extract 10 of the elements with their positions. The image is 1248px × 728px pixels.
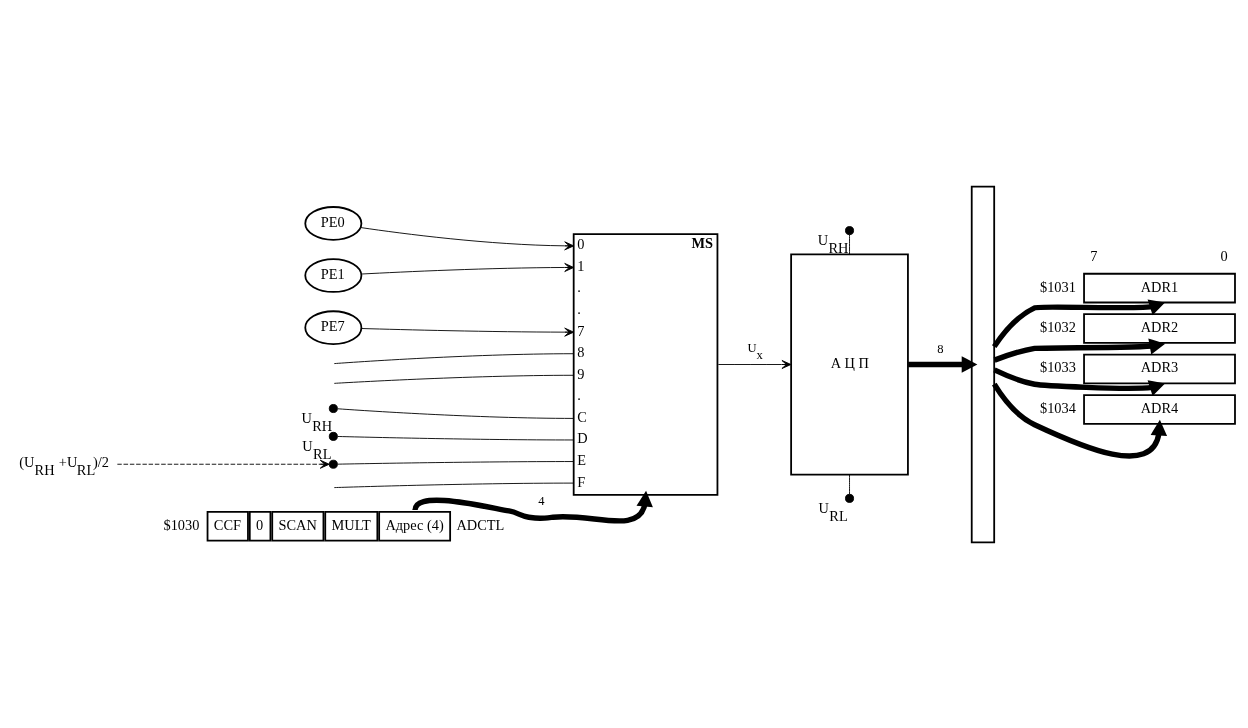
node-label: $1030	[163, 516, 200, 533]
node-label: $1031	[1040, 278, 1076, 295]
node-label: 7	[1090, 247, 1098, 264]
edge-label: 8	[937, 341, 944, 356]
node-label: $1032	[1040, 318, 1076, 335]
node-label: $1033	[1040, 358, 1076, 375]
edge-label: 4	[538, 493, 545, 508]
node-label: ADCTL	[456, 516, 505, 533]
node-label: 0	[1220, 247, 1228, 264]
node-label: $1034	[1040, 399, 1076, 416]
